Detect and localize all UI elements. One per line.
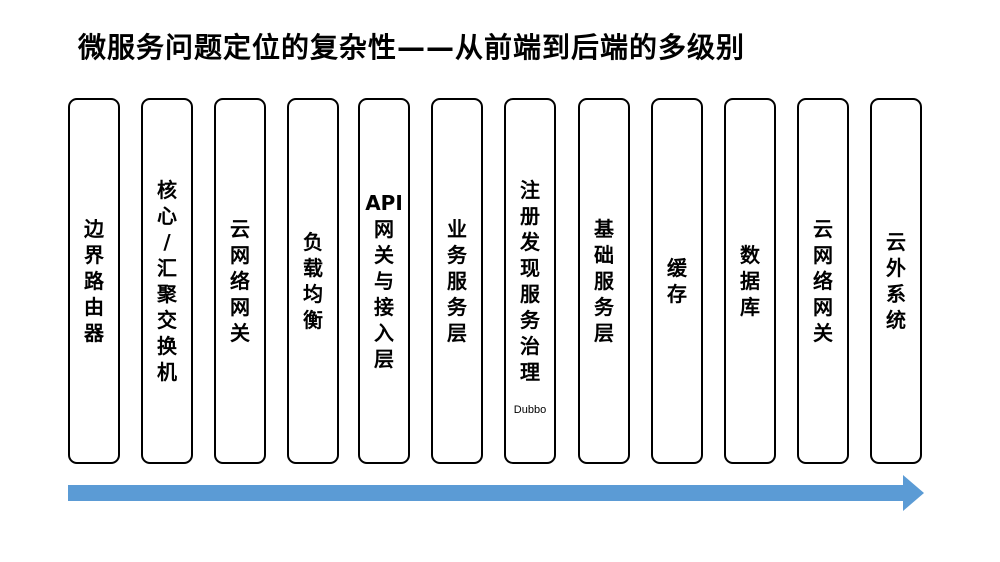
layer-column: 数据库 <box>724 98 776 464</box>
layer-label: 边界路由器 <box>84 217 104 345</box>
layer-column: 负载均衡 <box>287 98 339 464</box>
layer-sublabel: Dubbo <box>513 404 547 416</box>
layer-label: 云网络网关 <box>230 217 250 345</box>
layer-label: 基础服务层 <box>594 217 614 345</box>
layer-label: 缓存 <box>667 256 687 306</box>
layer-column: 云外系统 <box>870 98 922 464</box>
layer-column: 云网络网关 <box>797 98 849 464</box>
layer-label: 核心/汇聚交换机 <box>157 178 177 384</box>
layer-label: 业务服务层 <box>447 217 467 345</box>
layer-column: 核心/汇聚交换机 <box>141 98 193 464</box>
layer-column: 云网络网关 <box>214 98 266 464</box>
flow-arrow-shape <box>68 475 924 511</box>
layer-label: 云外系统 <box>886 230 906 332</box>
layer-column: 注册发现服务治理 Dubbo <box>504 98 556 464</box>
layer-label: 负载均衡 <box>303 230 323 332</box>
layer-column: 业务服务层 <box>431 98 483 464</box>
layer-label: 云网络网关 <box>813 217 833 345</box>
layer-column: 缓存 <box>651 98 703 464</box>
layer-column: 边界路由器 <box>68 98 120 464</box>
layer-column: 基础服务层 <box>578 98 630 464</box>
layer-label: 数据库 <box>740 243 760 319</box>
layer-label: 注册发现服务治理 <box>520 178 540 384</box>
page-title: 微服务问题定位的复杂性——从前端到后端的多级别 <box>78 31 746 64</box>
